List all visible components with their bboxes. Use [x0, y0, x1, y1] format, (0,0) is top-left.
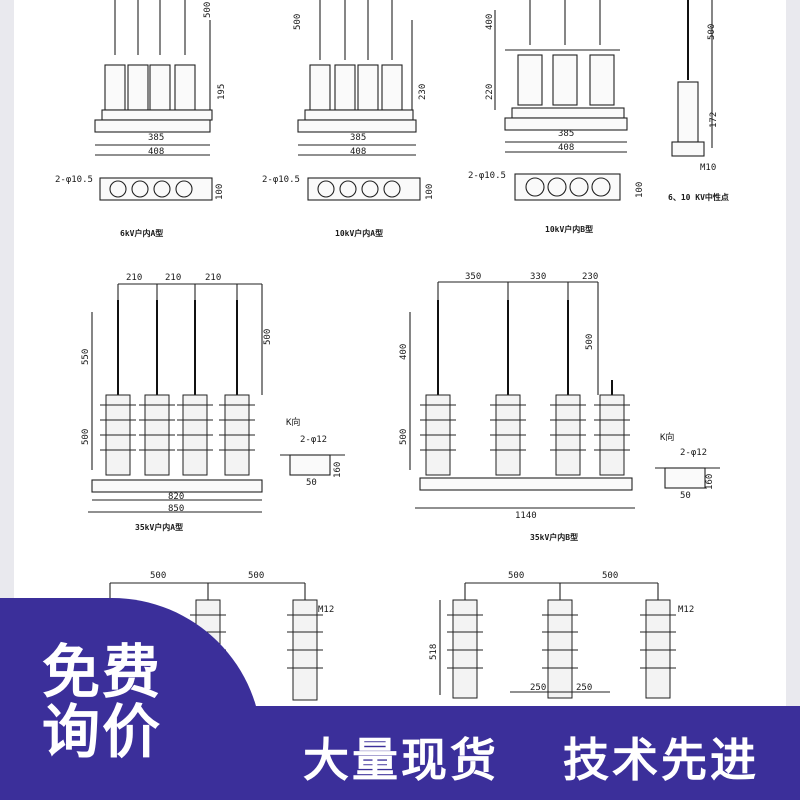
panel5-spacing-2: 210 — [165, 273, 181, 283]
panel-6kv-indoor-a: 500 195 385 408 2-φ10.5 100 6kV户内A型 — [55, 0, 227, 238]
right-page-edge — [786, 0, 800, 800]
panel6-caption: 35kV户内B型 — [530, 532, 578, 542]
row3-right-base-2: 250 — [576, 683, 592, 693]
row3-right-spacing-2: 500 — [602, 571, 618, 581]
slogan-banner: 大量现货 技术先进 — [245, 706, 800, 800]
panel3-hole: 2-φ10.5 — [468, 171, 506, 181]
panel-outdoor-right: 500 500 M12 518 250 250 — [429, 571, 694, 699]
panel3-w-outer: 408 — [558, 143, 574, 153]
panel6-detail-hole: 2-φ12 — [680, 448, 707, 458]
panel3-h-side: 220 — [485, 84, 495, 100]
free-quote-line2: 询价 — [42, 698, 163, 766]
panel6-spacing-2: 330 — [530, 272, 546, 282]
panel2-h-top: 500 — [293, 14, 303, 30]
panel1-w-outer: 408 — [148, 147, 164, 157]
shed-stack — [420, 394, 630, 476]
panel5-h-bottom: 500 — [81, 429, 91, 445]
panel6-detail-w: 50 — [680, 491, 691, 501]
panel3-h-top: 400 — [485, 14, 495, 30]
row3-right-bolt: M12 — [678, 605, 694, 615]
panel6-h-bottom: 500 — [399, 429, 409, 445]
panel4-caption: 6、10 KV中性点 — [668, 192, 729, 202]
panel5-h-top: 550 — [81, 349, 91, 365]
panel-10kv-indoor-a: 500 230 385 408 2-φ10.5 100 10kV户内A型 — [262, 0, 435, 238]
slogan-advanced-tech: 技术先进 — [563, 733, 759, 787]
shed-stack — [100, 394, 255, 476]
panel6-spacing-3: 230 — [582, 272, 598, 282]
panel5-detail-w: 50 — [306, 478, 317, 488]
panel4-h-top: 500 — [707, 24, 717, 40]
panel1-hole: 2-φ10.5 — [55, 175, 93, 185]
panel5-h-right: 500 — [263, 329, 273, 345]
panel3-plan-h: 100 — [635, 182, 645, 198]
panel5-detail-hole: 2-φ12 — [300, 435, 327, 445]
panel-10kv-indoor-b: 400 220 385 408 2-φ10.5 100 10kV户内B型 — [468, 0, 645, 234]
panel1-w-inner: 385 — [148, 133, 164, 143]
panel1-h-side: 195 — [217, 84, 227, 100]
panel3-w-inner: 385 — [558, 129, 574, 139]
panel5-caption: 35kV户内A型 — [135, 522, 183, 532]
slogan-in-stock: 大量现货 — [303, 733, 499, 787]
panel5-detail-h: 160 — [333, 462, 343, 478]
panel6-h-right: 500 — [585, 334, 595, 350]
panel1-h-top: 500 — [203, 2, 213, 18]
panel2-plan-h: 100 — [425, 184, 435, 200]
panel1-caption: 6kV户内A型 — [120, 228, 163, 238]
panel2-w-outer: 408 — [350, 147, 366, 157]
panel6-h-top: 400 — [399, 344, 409, 360]
panel6-detail-title: K向 — [660, 431, 674, 443]
panel5-spacing-3: 210 — [205, 273, 221, 283]
row3-right-h-left: 518 — [429, 644, 439, 660]
row3-right-base-1: 250 — [530, 683, 546, 693]
row3-left-spacing-2: 500 — [248, 571, 264, 581]
panel4-bolt: M10 — [700, 163, 716, 173]
panel4-h-side: 172 — [709, 112, 719, 128]
panel2-w-inner: 385 — [350, 133, 366, 143]
panel5-detail-title: K向 — [286, 416, 300, 428]
panel6-w-outer: 1140 — [515, 511, 537, 521]
panel6-spacing-1: 350 — [465, 272, 481, 282]
insulator-column — [437, 300, 613, 395]
row3-right-spacing-1: 500 — [508, 571, 524, 581]
free-quote-line1: 免费 — [42, 638, 163, 706]
panel2-hole: 2-φ10.5 — [262, 175, 300, 185]
panel5-w-inner: 820 — [168, 492, 184, 502]
row3-left-bolt: M12 — [318, 605, 334, 615]
panel2-h-side: 230 — [418, 84, 428, 100]
panel3-caption: 10kV户内B型 — [545, 224, 593, 234]
panel-35kv-indoor-a: 210 210 210 550 500 500 — [81, 273, 345, 532]
panel2-caption: 10kV户内A型 — [335, 228, 383, 238]
panel1-plan-h: 100 — [215, 184, 225, 200]
panel-neutral-point: 500 172 M10 6、10 KV中性点 — [668, 0, 729, 202]
insulator-column — [117, 300, 238, 395]
panel-35kv-indoor-b: 350 330 230 400 500 500 1140 — [399, 272, 720, 542]
panel5-spacing-1: 210 — [126, 273, 142, 283]
panel6-detail-h: 160 — [705, 474, 715, 490]
row3-left-spacing-1: 500 — [150, 571, 166, 581]
panel5-w-outer: 850 — [168, 504, 184, 514]
